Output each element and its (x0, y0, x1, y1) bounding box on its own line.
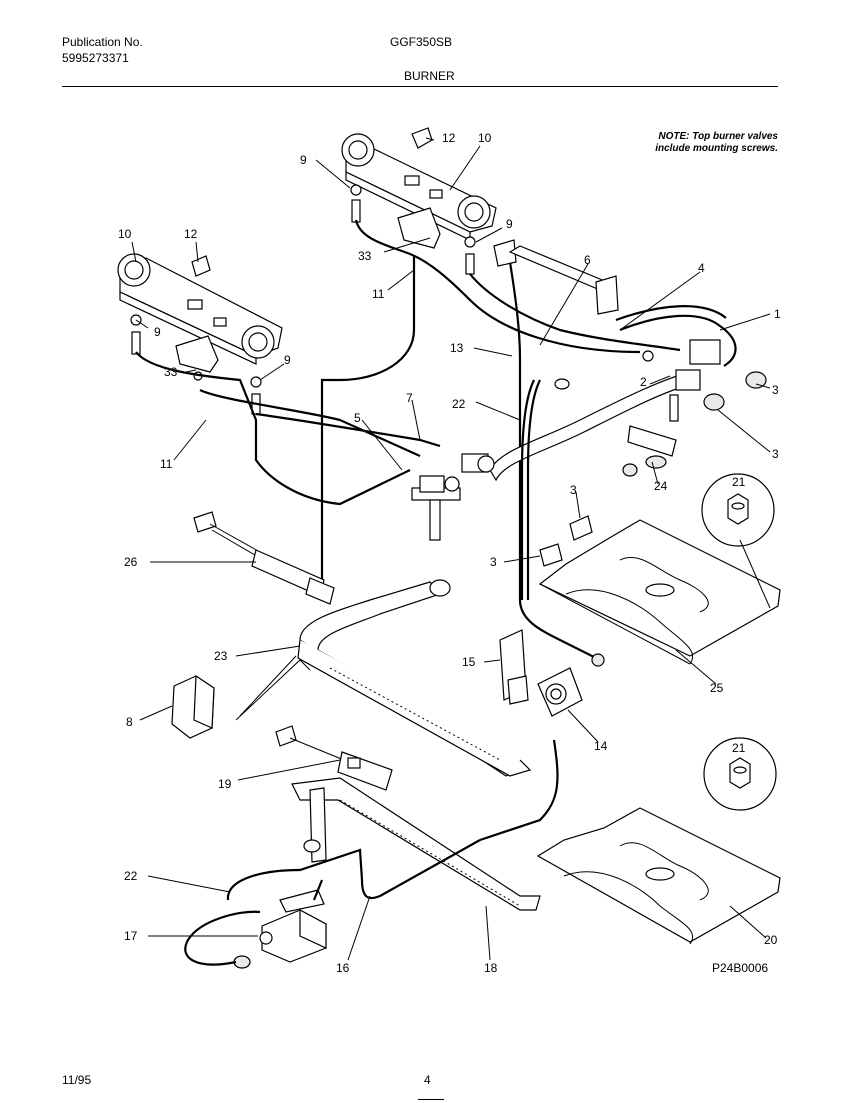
footer-rule (418, 1099, 444, 1100)
callout-6: 6 (584, 253, 591, 267)
burner-tubing (135, 219, 681, 661)
publication-number: 5995273371 (62, 51, 129, 65)
callout-9: 9 (300, 153, 307, 167)
nut-detail-upper (701, 473, 775, 547)
callout-33: 33 (164, 365, 178, 379)
callout-15: 15 (462, 655, 476, 669)
callout-3: 3 (772, 383, 779, 397)
terminal-block (171, 674, 215, 739)
callout-10: 10 (118, 227, 132, 241)
callout-2: 2 (640, 375, 647, 389)
callout-11: 11 (372, 287, 385, 301)
callout-25: 25 (710, 681, 724, 695)
valve-cluster (411, 339, 767, 541)
igniter (193, 511, 335, 605)
broil-burner (291, 777, 541, 911)
footer-page: 4 (424, 1073, 431, 1087)
callout-9: 9 (506, 217, 513, 231)
callout-labels: 12 10 9 9 33 10 12 11 9 9 6 4 1 13 33 2 … (118, 131, 781, 975)
callout-11: 11 (160, 457, 173, 471)
callout-14: 14 (594, 739, 608, 753)
callout-12: 12 (442, 131, 456, 145)
callout-26: 26 (124, 555, 138, 569)
orifice-hood (622, 425, 677, 477)
callout-3: 3 (772, 447, 779, 461)
note-line-2: include mounting screws. (655, 143, 778, 154)
callout-18: 18 (484, 961, 498, 975)
callout-1: 1 (774, 307, 781, 321)
callout-19: 19 (218, 777, 232, 791)
callout-20: 20 (764, 933, 778, 947)
diagram-code: P24B0006 (712, 961, 768, 975)
igniter-wires (235, 655, 311, 721)
oven-igniter (275, 725, 393, 791)
note-line-1: NOTE: Top burner valves (658, 131, 778, 142)
header-rule (62, 86, 778, 87)
rear-burner-bracket-assembly (341, 127, 497, 275)
callout-3: 3 (490, 555, 497, 569)
callout-16: 16 (336, 961, 350, 975)
callout-17: 17 (124, 929, 138, 943)
callout-21: 21 (732, 741, 746, 755)
callout-24: 24 (654, 479, 668, 493)
callout-7: 7 (406, 391, 413, 405)
oven-regulator (233, 889, 327, 969)
callout-9: 9 (284, 353, 291, 367)
rear-regulator-pipe (493, 239, 737, 367)
section-title: BURNER (404, 69, 455, 83)
callout-22: 22 (452, 397, 466, 411)
note: NOTE: Top burner valves include mounting… (655, 131, 778, 155)
mounting-brackets (539, 515, 593, 567)
callout-21: 21 (732, 475, 746, 489)
oven-safety-valve (499, 629, 605, 717)
callout-8: 8 (126, 715, 133, 729)
publication-label: Publication No. (62, 35, 143, 49)
callout-9: 9 (154, 325, 161, 339)
callout-23: 23 (214, 649, 228, 663)
callout-3: 3 (570, 483, 577, 497)
footer-date: 11/95 (62, 1073, 92, 1087)
callout-22: 22 (124, 869, 138, 883)
oven-burner (297, 579, 532, 777)
baffle-lower (536, 807, 781, 945)
nut-detail-lower (703, 737, 777, 811)
callout-10: 10 (478, 131, 492, 145)
callout-33: 33 (358, 249, 372, 263)
callout-13: 13 (450, 341, 464, 355)
callout-12: 12 (184, 227, 198, 241)
model-number: GGF350SB (390, 35, 453, 49)
callout-4: 4 (698, 261, 705, 275)
callout-5: 5 (354, 411, 361, 425)
baffle-upper (538, 519, 781, 665)
left-burner-bracket-assembly (117, 253, 283, 415)
oven-tubing (184, 739, 559, 966)
leader-lines (131, 137, 771, 961)
